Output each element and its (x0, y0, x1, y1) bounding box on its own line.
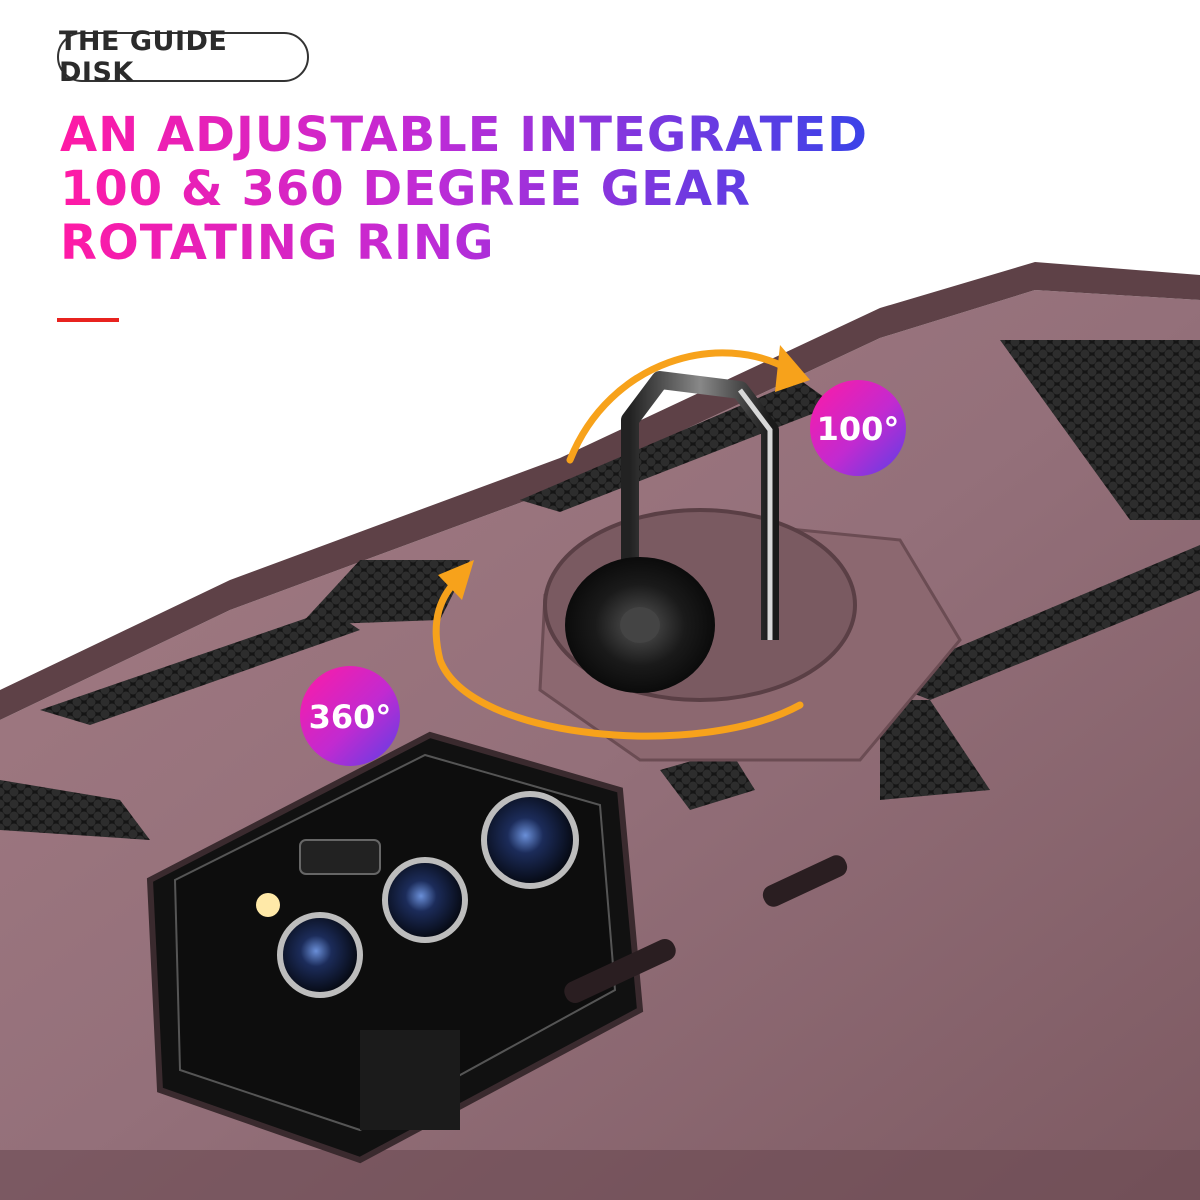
headline-line-1: AN ADJUSTABLE INTEGRATED (60, 107, 868, 163)
side-button-lower (564, 938, 676, 1004)
headline-line-2: 100 & 360 DEGREE GEAR (60, 162, 868, 216)
camera-module (146, 731, 644, 1164)
badge-100-degree (810, 380, 906, 476)
rotation-arrow-100 (566, 349, 794, 464)
grip-panel-mid-lower (660, 750, 755, 810)
ring-disc-center (620, 607, 660, 643)
camera-lens-small (277, 912, 363, 998)
camera-sensor (299, 839, 381, 875)
grip-panel-right (880, 545, 1200, 700)
rotation-arrow-360 (432, 571, 804, 740)
bottom-vent (360, 1030, 460, 1130)
side-button-upper (762, 855, 848, 907)
grip-panel-top-right (1000, 340, 1200, 520)
camera-lens-middle (382, 857, 468, 943)
camera-flash (256, 893, 280, 917)
badge-360-degree (300, 666, 400, 766)
headline-line-3: ROTATING RING (60, 216, 868, 270)
angle-360-label: 360° (309, 698, 392, 736)
accent-divider (57, 318, 119, 322)
headline: AN ADJUSTABLE INTEGRATED 100 & 360 DEGRE… (60, 108, 868, 270)
angle-100-label: 100° (817, 410, 900, 448)
grip-panel-left-top (300, 560, 470, 625)
camera-lens-large (481, 791, 579, 889)
rotation-arrow-100-head (775, 345, 810, 392)
grip-panel-left (40, 610, 360, 725)
grip-panel-left-lower (0, 780, 150, 840)
grip-panel-right-lower (880, 700, 990, 800)
rotation-arrow-360-head (438, 560, 474, 600)
guide-disk-badge: THE GUIDE DISK (57, 26, 309, 88)
case-shadow (0, 1150, 1200, 1200)
ring-loop-highlight (738, 388, 773, 640)
